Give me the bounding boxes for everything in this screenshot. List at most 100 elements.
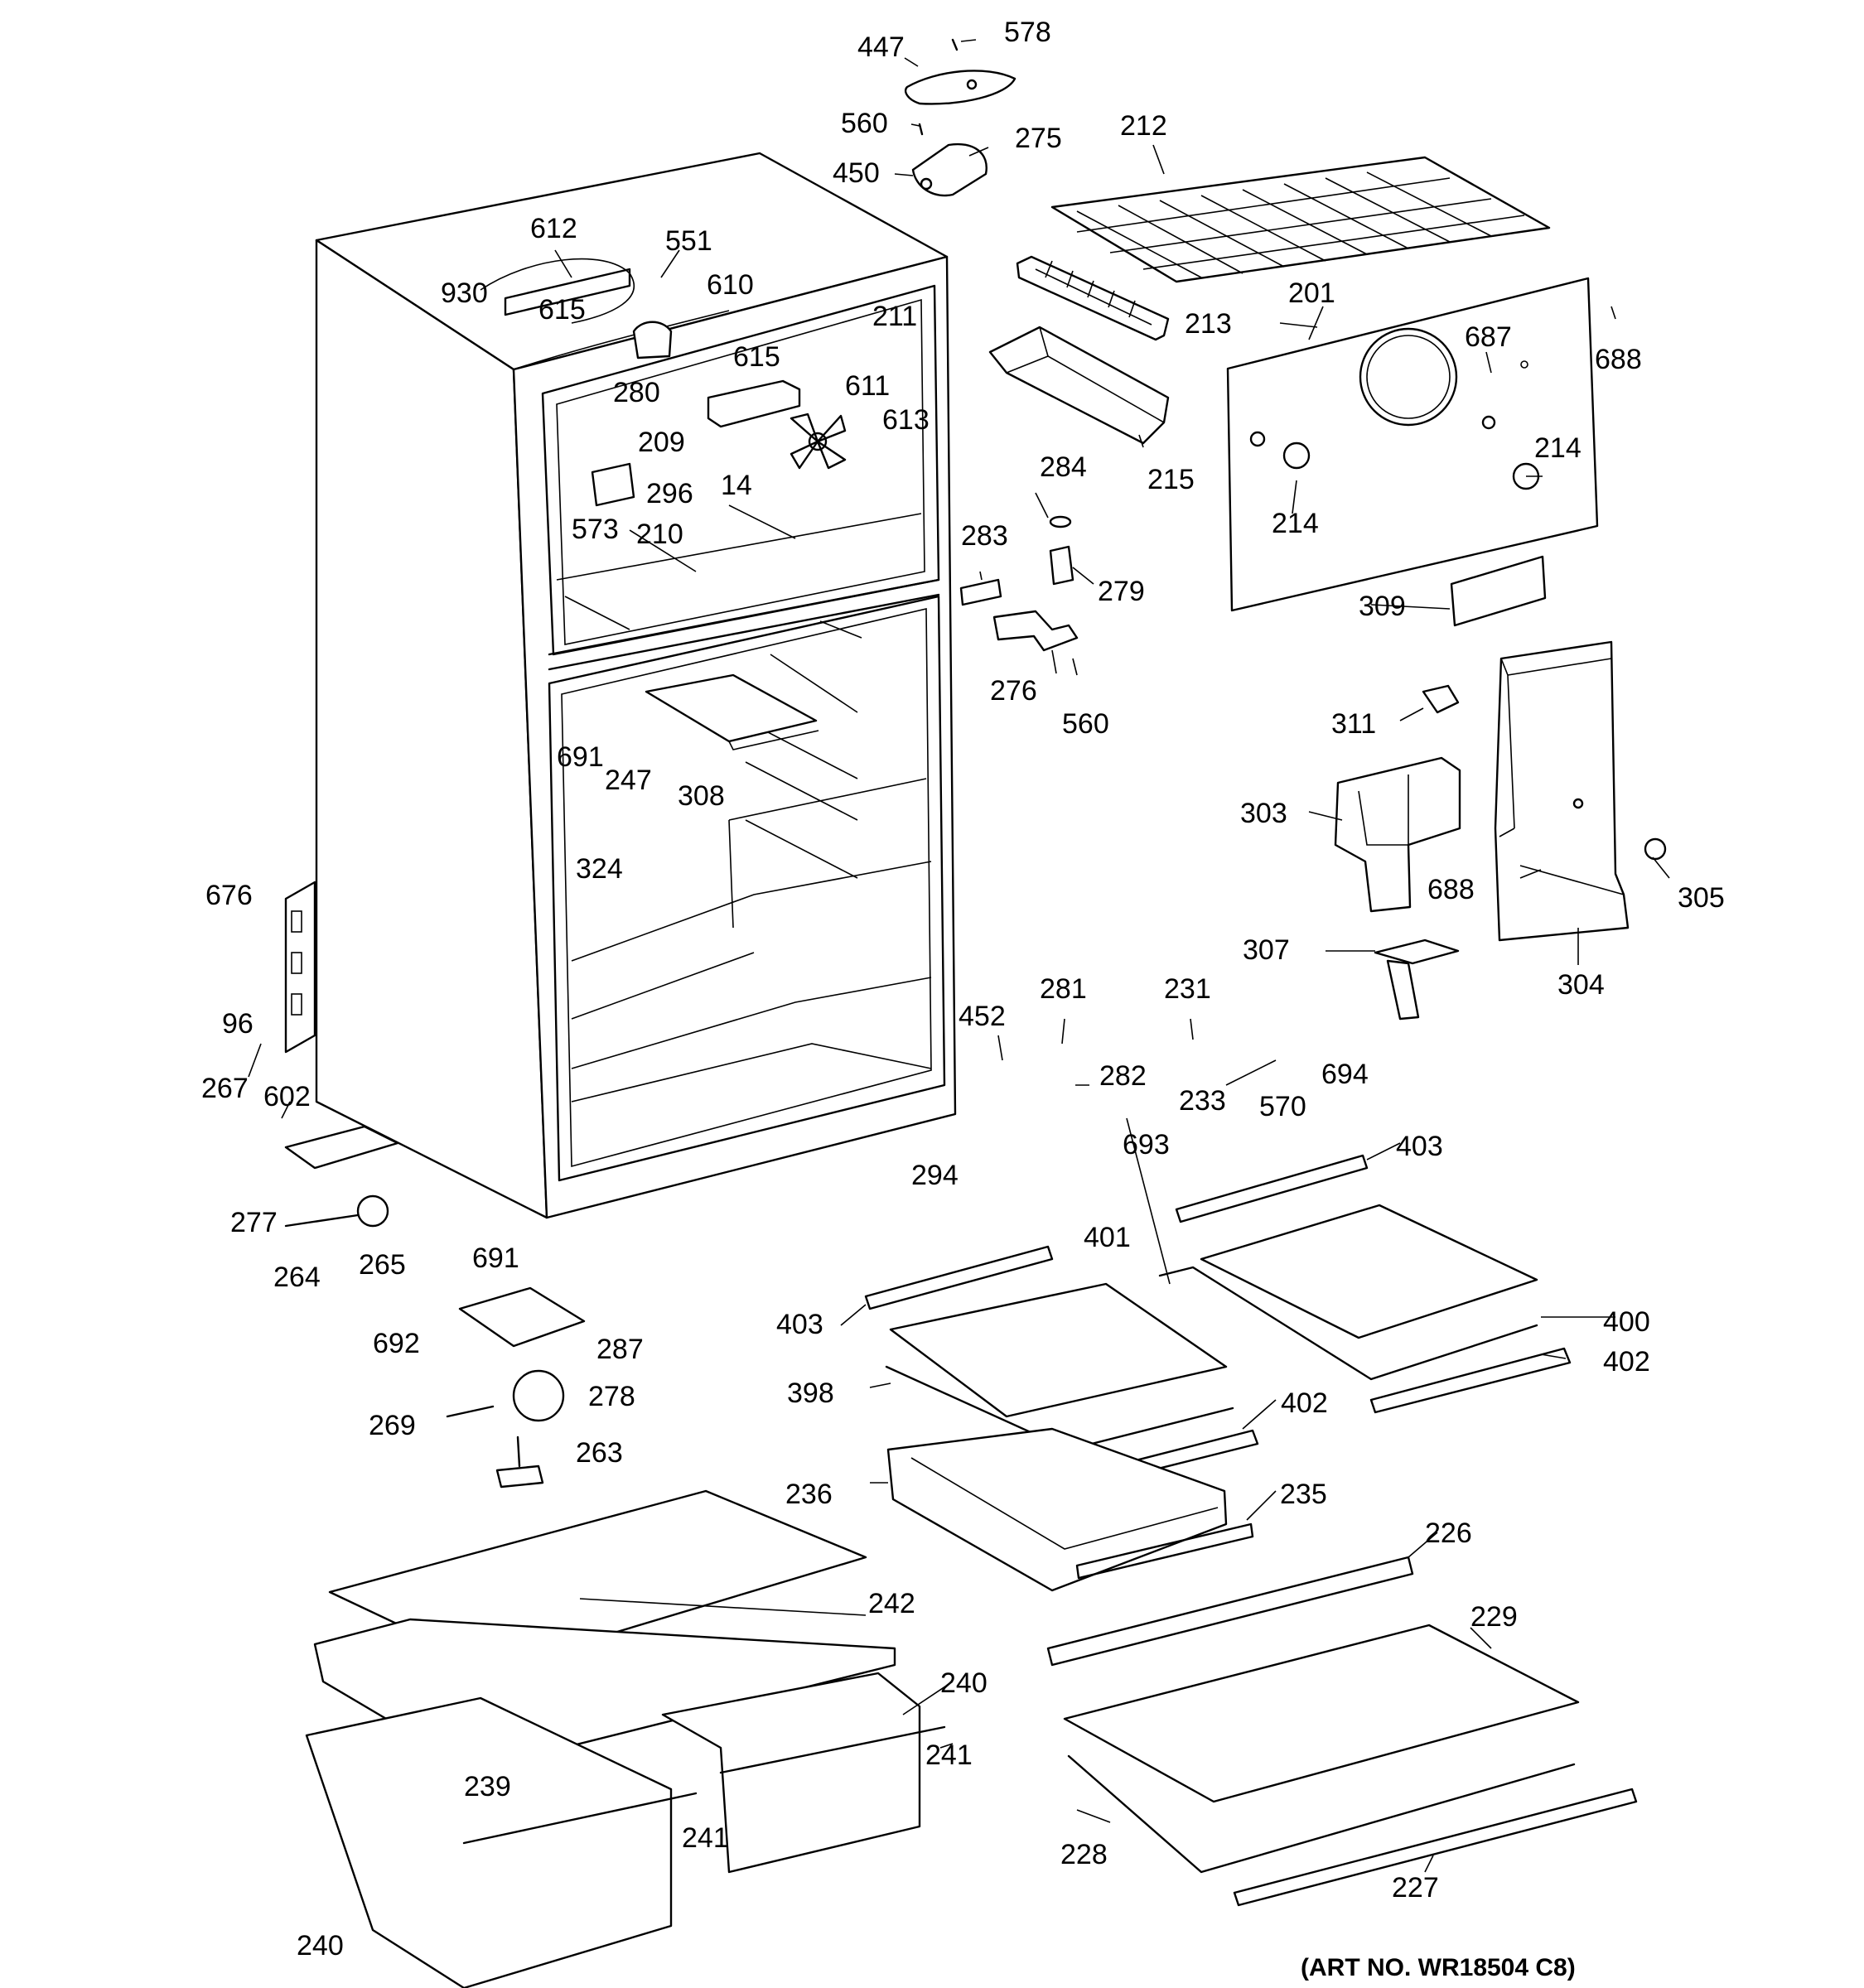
evaporator-cover-201 (1226, 277, 1599, 612)
callout-label: 447 (857, 31, 905, 63)
callout-label: 240 (940, 1667, 988, 1699)
callout-label: 560 (1062, 708, 1109, 740)
hinge-cover-447 (904, 38, 1017, 105)
axle-264 (284, 1214, 360, 1228)
callout-label: 282 (1099, 1060, 1147, 1092)
air-duct-304 (1494, 640, 1667, 942)
callout-label: 236 (785, 1479, 833, 1510)
rail-267 (284, 881, 316, 1054)
thermostat-610 (632, 321, 673, 359)
callout-label: 560 (841, 108, 888, 139)
callout-label: 403 (776, 1309, 823, 1340)
callout-label: 450 (833, 157, 880, 189)
callout-label: 452 (959, 1001, 1006, 1032)
callout-label: 688 (1595, 344, 1642, 375)
bracket-296 (591, 462, 635, 507)
callout-label: 693 (1123, 1129, 1170, 1160)
callout-label: 615 (733, 341, 780, 373)
callout-label: 279 (1098, 576, 1145, 607)
top-hinge-275 (911, 123, 988, 197)
callout-label: 14 (721, 470, 752, 501)
callout-label: 613 (882, 404, 930, 436)
bracket-612 (504, 268, 631, 316)
callout-label: 304 (1557, 969, 1605, 1001)
callout-label: 612 (530, 213, 577, 244)
callout-label: 269 (369, 1410, 416, 1441)
callout-label: 610 (707, 269, 754, 301)
bracket-611 (707, 379, 801, 428)
shelf-assembly-400 (1158, 1154, 1572, 1414)
callout-label: 692 (373, 1328, 420, 1359)
callout-label: 687 (1465, 321, 1512, 353)
callout-label: 263 (576, 1437, 623, 1469)
callout-label: 231 (1164, 973, 1211, 1005)
bracket-287 (458, 1286, 586, 1348)
callout-label: 307 (1243, 934, 1290, 966)
callout-label: 311 (1331, 708, 1376, 740)
callout-label: 214 (1272, 508, 1319, 539)
callout-label: 96 (222, 1008, 254, 1040)
callout-label: 615 (538, 294, 586, 326)
callout-label: 209 (638, 427, 685, 458)
callout-label: 294 (911, 1160, 959, 1191)
callout-label: 264 (273, 1262, 321, 1293)
callout-label: 247 (605, 765, 652, 796)
callout-label: 276 (990, 675, 1037, 707)
callout-label: 283 (961, 520, 1008, 552)
ice-bucket-215 (988, 326, 1170, 445)
callout-label: 277 (230, 1207, 278, 1238)
callout-label: 611 (845, 370, 890, 402)
bracket-277 (284, 1125, 399, 1170)
leader-lines (248, 39, 1670, 1873)
callout-label: 213 (1185, 308, 1232, 340)
callout-label: 401 (1084, 1222, 1131, 1253)
hinge-283 (959, 578, 1002, 606)
callout-label: 214 (1534, 432, 1582, 464)
callout-label: 211 (872, 301, 917, 332)
callout-label: 305 (1678, 882, 1725, 914)
callout-label: 691 (557, 741, 604, 773)
roller-278 (512, 1369, 565, 1422)
callout-label: 309 (1359, 591, 1406, 622)
roller-265 (356, 1194, 389, 1228)
callout-label: 212 (1120, 110, 1167, 142)
callout-label: 281 (1040, 973, 1087, 1005)
cover-308 (645, 673, 819, 750)
callout-label: 284 (1040, 451, 1087, 483)
callout-label: 235 (1280, 1479, 1327, 1510)
callout-label: 324 (576, 853, 623, 885)
callout-label: 265 (359, 1249, 406, 1281)
callout-label: 688 (1427, 874, 1475, 905)
callout-label: 227 (1392, 1872, 1439, 1904)
callout-label: 280 (613, 377, 660, 408)
callout-label: 402 (1281, 1387, 1328, 1419)
callout-label: 398 (787, 1378, 834, 1409)
callout-label: 267 (201, 1073, 249, 1104)
callout-label: 275 (1015, 123, 1062, 154)
callout-label: 278 (588, 1381, 635, 1412)
callout-label: 308 (678, 780, 725, 812)
fan-motor-613 (790, 413, 847, 470)
callout-label: 201 (1288, 277, 1335, 309)
callout-label: 303 (1240, 798, 1287, 829)
callout-label: 602 (263, 1081, 311, 1112)
callout-label: 241 (682, 1822, 729, 1854)
ice-tray-213 (1016, 255, 1170, 341)
callout-label: 296 (646, 478, 693, 509)
callout-label: 226 (1425, 1518, 1472, 1549)
art-number: (ART NO. WR18504 C8) (1301, 1954, 1576, 1981)
shelf-assembly-229 (1046, 1556, 1638, 1907)
center-hinge-276 (992, 610, 1079, 652)
damper-control-303 (1334, 756, 1461, 913)
callout-label: 239 (464, 1771, 511, 1802)
washer-284 (1049, 515, 1072, 528)
callout-label: 228 (1060, 1839, 1108, 1870)
callout-label: 930 (441, 277, 488, 309)
label-309 (1450, 555, 1547, 627)
callout-label: 233 (1179, 1085, 1226, 1117)
callout-label: 573 (572, 514, 619, 545)
callout-label: 694 (1321, 1059, 1369, 1090)
callout-label: 676 (205, 880, 253, 911)
